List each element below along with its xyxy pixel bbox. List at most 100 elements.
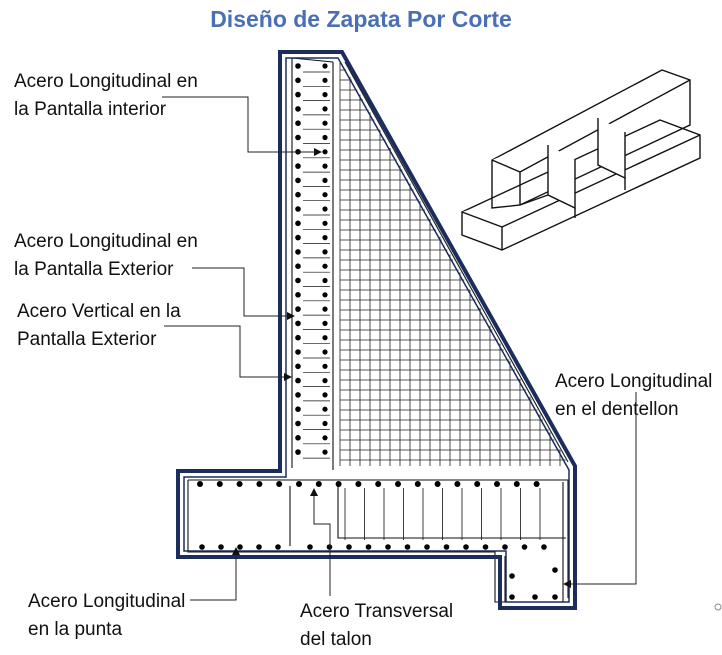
rebar-dot [322,306,328,312]
rebar-dot [295,292,301,298]
rebar-dot [322,163,328,169]
rebar-dot [335,481,342,487]
rebar-dot [276,481,283,487]
rebar-dot [375,481,382,487]
rebar-dot [322,92,328,98]
label-talon-line2: del talon [300,629,372,650]
rebar-dot [256,544,262,550]
diagram-title: Diseño de Zapata Por Corte [210,6,512,32]
rebar-dot [454,481,461,487]
rebar-dot [295,191,301,198]
footing-top-bar [188,479,569,598]
rebar-dot [295,420,301,427]
rebar-dot [322,263,328,269]
rebar-dot [295,377,301,384]
rebar-dot [295,220,301,227]
rebar-dot [295,120,301,126]
leader-pantalla-exterior [192,267,293,317]
rebar-dot [513,481,520,487]
rebar-dot [494,481,500,487]
label-pantalla-exterior-line2: la Pantalla Exterior [14,259,174,280]
concrete-outline [176,50,577,610]
label-punta-line2: en la punta [28,619,123,640]
rebar-dot [236,481,243,487]
label-pantalla-interior: Acero Longitudinal en la Pantalla interi… [14,68,198,124]
label-pantalla-exterior-line1: Acero Longitudinal en [14,231,198,252]
counterfort-wall-isometric-icon [461,69,722,611]
rebar-lines [187,57,569,603]
leader-arrowheads [232,148,571,588]
rebar-dot [322,435,328,441]
footing-bottom-bar [187,480,568,603]
rebar-dot [295,306,301,312]
rebar-dot [322,292,328,298]
rebar-dot [216,481,223,487]
label-talon: Acero Transversal del talon [300,598,453,654]
label-dentellon-line2: en el dentellon [555,399,679,420]
rebar-dot [443,544,450,550]
leader-dentellon [565,392,637,585]
label-talon-line1: Acero Transversal [300,601,454,622]
rebar-dot [237,544,243,550]
rebar-dot [322,363,328,369]
rebar-dot [395,481,401,487]
rebar-dot [322,106,328,112]
rebar-dot [295,363,301,370]
rebar-dot [322,192,328,198]
rebar-dot [434,481,441,487]
rebar-dot [532,594,538,600]
rebar-dot [197,481,203,487]
rebar-dot [295,91,301,98]
rebar-dot [502,544,508,550]
rebar-dot [424,544,430,550]
rebar-dot [322,406,328,412]
rebar-dot [295,249,301,255]
rebar-dot [509,573,515,579]
rebar-dot [552,594,558,600]
rebar-dot [474,481,481,487]
rebar-dot [509,594,515,600]
rebar-dot [295,206,301,212]
rebar-dot [322,277,328,284]
leader-lines [162,96,637,601]
rebar-dot [295,392,301,398]
rebar-dot [482,544,489,550]
rebar-dot [295,263,301,270]
rebar-dot [552,567,558,573]
rebar-dot [295,349,301,355]
rebar-dot [322,320,328,326]
label-punta: Acero Longitudinal en la punta [28,588,185,644]
rebar-dot [521,544,528,550]
rebar-dot [256,481,263,487]
rebar-dot [322,120,328,126]
rebar-dot [322,206,328,212]
leader-talon [313,492,331,596]
label-dentellon-line1: Acero Longitudinal [555,371,713,392]
stem-sloped-bar [344,61,569,463]
leader-punta [190,549,237,601]
rebar-dot [218,544,224,550]
label-pantalla-interior-line1: Acero Longitudinal en [14,71,198,92]
label-vertical-exterior-line2: Pantalla Exterior [17,329,157,350]
rebar-dot [315,481,322,487]
rebar-dot [199,544,205,550]
rebar-dot [322,392,328,398]
rebar-dot [533,481,540,487]
rebar-dot [322,449,328,455]
rebar-dot [296,481,302,487]
label-vertical-exterior-line1: Acero Vertical en la [17,301,181,322]
rebar-dot [365,544,372,550]
rebar-section-dots [197,63,558,600]
rebar-dot [404,544,411,550]
rebar-dot [322,349,328,355]
rebar-dot [322,220,328,226]
rebar-dot [275,544,281,550]
rebar-dot [295,406,301,413]
rebar-dot [355,481,362,487]
label-punta-line1: Acero Longitudinal [28,591,186,612]
footing-outer-edge [176,50,577,610]
label-dentellon: Acero Longitudinal en el dentellon [555,368,712,424]
rebar-dot [322,177,328,183]
label-pantalla-exterior: Acero Longitudinal en la Pantalla Exteri… [14,228,198,284]
rebar-dot [295,320,301,327]
